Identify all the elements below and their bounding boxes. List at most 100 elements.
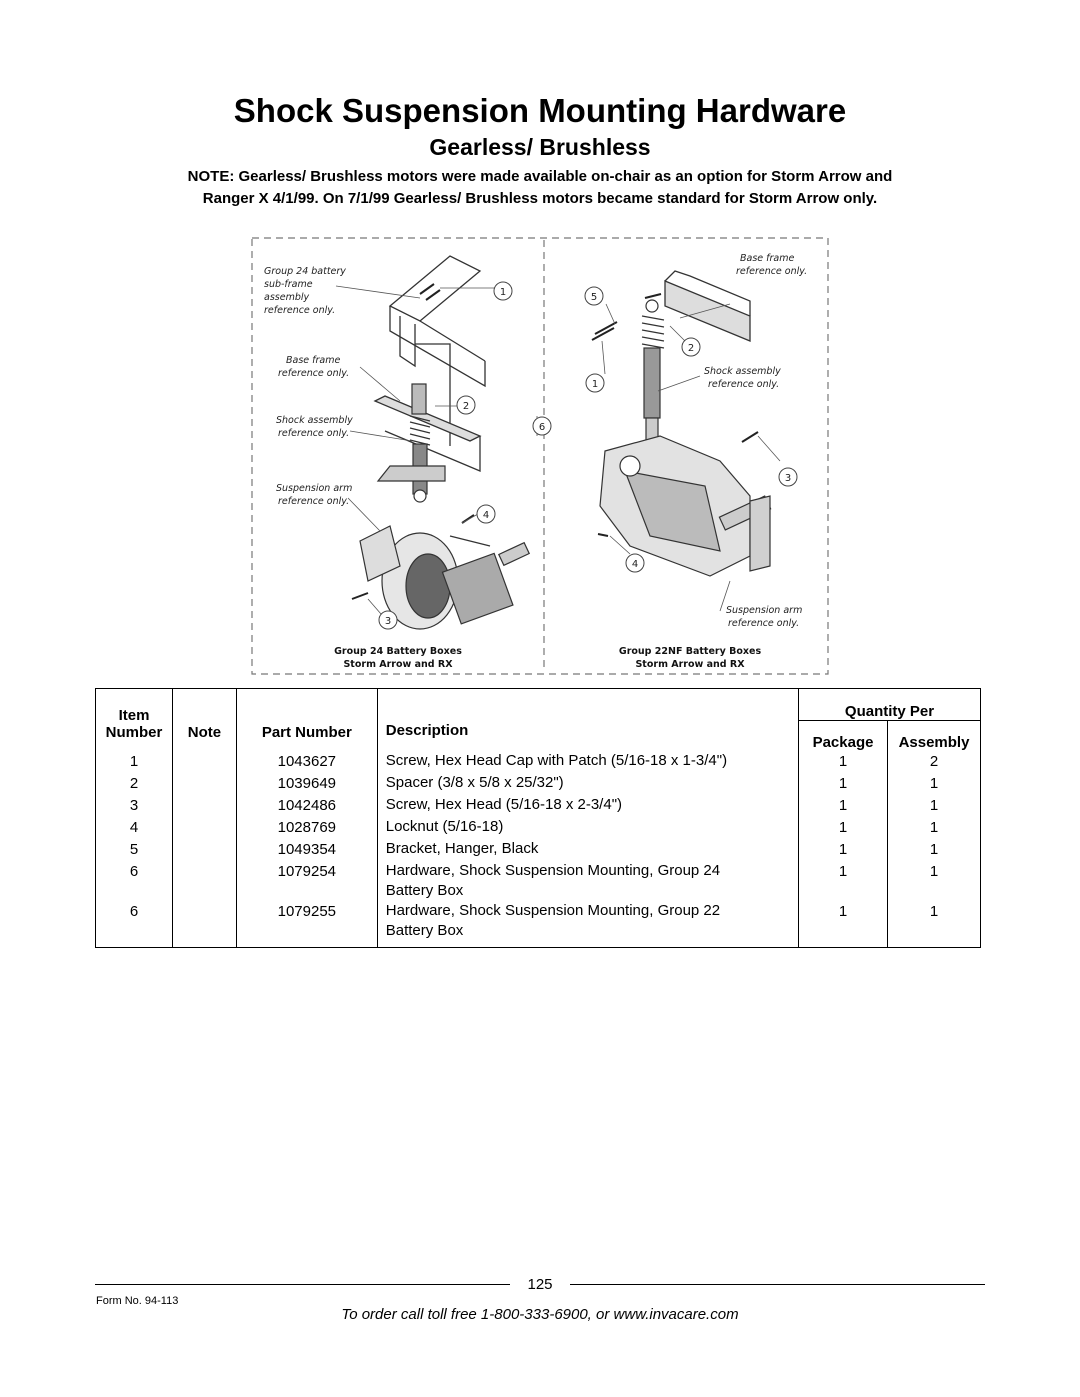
cell-assembly: 1 <box>887 773 981 795</box>
label-right-arm-1: Suspension arm <box>726 605 802 616</box>
desc-line: Bracket, Hanger, Black <box>385 840 539 857</box>
parts-table: Item Number Note Part Number Description… <box>95 688 981 948</box>
label-left-baseframe-2: reference only. <box>278 368 349 379</box>
desc-line: Hardware, Shock Suspension Mounting, Gro… <box>385 862 721 879</box>
label-right-baseframe-2: reference only. <box>736 266 807 277</box>
desc-line: Spacer (3/8 x 5/8 x 25/32") <box>385 774 564 791</box>
desc-line: Screw, Hex Head (5/16-18 x 2-3/4") <box>385 796 623 813</box>
cell-note <box>171 861 237 901</box>
callout-4-right: 4 <box>632 559 638 570</box>
cell-part-number: 1079254 <box>235 861 378 901</box>
exploded-view-figure: 1 2 4 3 6 5 2 1 3 4 Group 24 battery sub… <box>250 236 830 676</box>
cell-package: 1 <box>798 751 888 773</box>
cell-description: Hardware, Shock Suspension Mounting, Gro… <box>376 861 800 901</box>
figure-border <box>251 237 829 675</box>
col-quantity-per-header: Quantity Per <box>798 688 981 721</box>
cell-description: Spacer (3/8 x 5/8 x 25/32") <box>376 773 800 795</box>
cell-assembly: 1 <box>887 901 981 948</box>
label-subframe-4: reference only. <box>264 305 335 316</box>
callout-1-right: 1 <box>592 379 598 390</box>
cell-package: 1 <box>798 839 888 861</box>
col-description-header: Description <box>376 688 800 751</box>
cell-note <box>171 773 237 795</box>
header-number-label: Number <box>105 724 163 741</box>
table-row: 6 1079254 Hardware, Shock Suspension Mou… <box>95 861 981 901</box>
page-title: Shock Suspension Mounting Hardware <box>233 92 847 129</box>
cell-item: 5 <box>95 839 173 861</box>
label-left-shock-1: Shock assembly <box>276 415 353 426</box>
cell-assembly: 1 <box>887 839 981 861</box>
cell-assembly: 1 <box>887 795 981 817</box>
callouts <box>378 281 798 630</box>
cell-part-number: 1042486 <box>235 795 378 817</box>
cell-item: 6 <box>95 861 173 901</box>
cell-item: 6 <box>95 901 173 948</box>
page-subtitle: Gearless/ Brushless <box>429 134 651 160</box>
table-row: 3 1042486 Screw, Hex Head (5/16-18 x 2-3… <box>95 795 981 817</box>
table-row: 5 1049354 Bracket, Hanger, Black 1 1 <box>95 839 981 861</box>
cell-item: 4 <box>95 817 173 839</box>
note-line-2: Ranger X 4/1/99. On 7/1/99 Gearless/ Bru… <box>202 190 878 207</box>
col-assembly-header: Assembly <box>887 720 981 751</box>
label-left-arm-1: Suspension arm <box>276 483 352 494</box>
cell-assembly: 2 <box>887 751 981 773</box>
table-row: 2 1039649 Spacer (3/8 x 5/8 x 25/32") 1 … <box>95 773 981 795</box>
cell-description: Screw, Hex Head Cap with Patch (5/16-18 … <box>376 751 800 773</box>
cell-description: Hardware, Shock Suspension Mounting, Gro… <box>376 901 800 948</box>
cell-note <box>171 795 237 817</box>
desc-line: Hardware, Shock Suspension Mounting, Gro… <box>385 902 721 919</box>
cell-package: 1 <box>798 795 888 817</box>
label-subframe-3: assembly <box>264 292 309 303</box>
left-bolts <box>351 283 475 600</box>
col-part-number-header: Part Number <box>235 688 378 751</box>
desc-line-2: Battery Box <box>385 882 464 899</box>
table-row: 6 1079255 Hardware, Shock Suspension Mou… <box>95 901 981 948</box>
form-number: Form No. 94-113 <box>96 1295 179 1307</box>
cell-assembly: 1 <box>887 861 981 901</box>
right-motor-drawing <box>599 435 772 577</box>
page-number: 125 <box>527 1276 553 1293</box>
footer-rule-right <box>570 1284 985 1285</box>
label-right-arm-2: reference only. <box>728 618 799 629</box>
table-row: 4 1028769 Locknut (5/16-18) 1 1 <box>95 817 981 839</box>
label-right-shock-2: reference only. <box>708 379 779 390</box>
label-right-shock-1: Shock assembly <box>704 366 781 377</box>
desc-line: Locknut (5/16-18) <box>385 818 504 835</box>
col-note-header: Note <box>171 688 237 751</box>
cell-assembly: 1 <box>887 817 981 839</box>
cell-package: 1 <box>798 901 888 948</box>
cell-description: Screw, Hex Head (5/16-18 x 2-3/4") <box>376 795 800 817</box>
left-motor-drawing <box>359 465 531 630</box>
cell-package: 1 <box>798 817 888 839</box>
order-info: To order call toll free 1-800-333-6900, … <box>341 1306 739 1323</box>
cell-part-number: 1028769 <box>235 817 378 839</box>
cell-package: 1 <box>798 773 888 795</box>
right-baseframe-drawing <box>664 270 751 342</box>
desc-line: Screw, Hex Head Cap with Patch (5/16-18 … <box>385 752 728 769</box>
cell-note <box>171 839 237 861</box>
cell-note <box>171 817 237 839</box>
col-package-header: Package <box>798 720 888 751</box>
right-shock-drawing <box>641 299 665 459</box>
label-left-baseframe-1: Base frame <box>286 355 340 366</box>
header-item-label: Item <box>118 707 150 724</box>
label-subframe-1: Group 24 battery <box>264 266 346 277</box>
callout-2-right: 2 <box>688 343 694 354</box>
label-left-shock-2: reference only. <box>278 428 349 439</box>
label-right-baseframe-1: Base frame <box>740 253 794 264</box>
caption-right-1: Group 22NF Battery Boxes <box>619 646 762 657</box>
cell-item: 3 <box>95 795 173 817</box>
cell-part-number: 1043627 <box>235 751 378 773</box>
callout-2-left: 2 <box>463 401 469 412</box>
callout-6: 6 <box>539 422 545 433</box>
table-row: 1 1043627 Screw, Hex Head Cap with Patch… <box>95 751 981 773</box>
cell-item: 1 <box>95 751 173 773</box>
caption-right-2: Storm Arrow and RX <box>635 659 745 670</box>
callout-5-right: 5 <box>591 292 597 303</box>
callout-3-left: 3 <box>385 616 391 627</box>
cell-package: 1 <box>798 861 888 901</box>
caption-left-2: Storm Arrow and RX <box>343 659 453 670</box>
callout-4-left: 4 <box>483 510 489 521</box>
callout-1-left: 1 <box>500 287 506 298</box>
label-left-arm-2: reference only. <box>278 496 349 507</box>
